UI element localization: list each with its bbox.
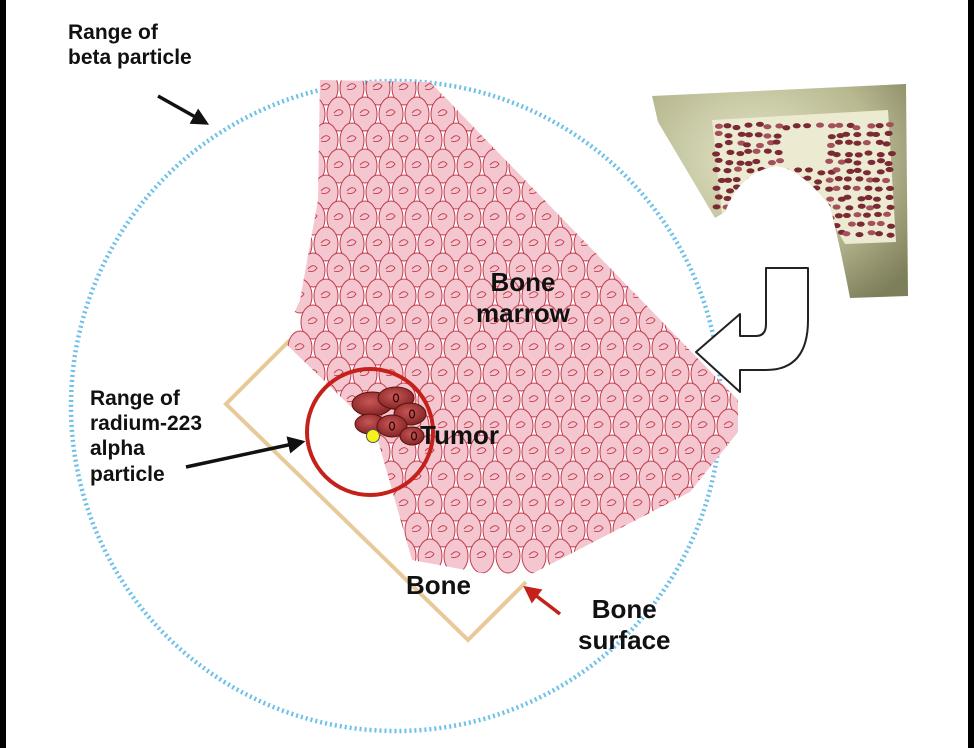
marrow-cell: [418, 539, 442, 573]
marrow-cell: [730, 539, 754, 573]
marrow-cell: [548, 539, 572, 573]
marrow-cell: [327, 409, 351, 443]
marrow-cell: [652, 227, 676, 261]
marrow-cell: [574, 71, 598, 105]
marrow-cell: [717, 513, 741, 547]
marrow-cell: [613, 201, 637, 235]
marrow-cell: [574, 175, 598, 209]
marrow-cell: [353, 461, 377, 495]
marrow-cell: [678, 487, 702, 521]
marrow-cell: [496, 539, 520, 573]
marrow-cell: [288, 175, 312, 209]
marrow-cell: [704, 227, 728, 261]
marrow-cell: [600, 539, 624, 573]
marrow-cell: [483, 97, 507, 131]
marrow-cell: [522, 71, 546, 105]
curved-down-left-arrow-icon: [696, 268, 808, 392]
marrow-cell: [535, 149, 559, 183]
marrow-cell: [301, 409, 325, 443]
marrow-cell: [639, 149, 663, 183]
marrow-cell: [626, 539, 650, 573]
marrow-cell: [574, 123, 598, 157]
marrow-cell: [496, 123, 520, 157]
marrow-cell: [652, 175, 676, 209]
marrow-cell: [704, 539, 728, 573]
bone-surface-label: Bone surface: [578, 594, 671, 656]
marrow-cell: [652, 487, 676, 521]
marrow-cell: [665, 253, 689, 287]
marrow-cell: [730, 435, 754, 469]
marrow-cell: [535, 97, 559, 131]
beta-range-label: Range of beta particle: [68, 20, 192, 70]
radium-223-dot: [367, 430, 380, 443]
marrow-cell: [470, 539, 494, 573]
marrow-cell: [600, 71, 624, 105]
marrow-cell: [561, 149, 585, 183]
marrow-cell: [613, 97, 637, 131]
marrow-cell: [288, 123, 312, 157]
marrow-cell: [730, 227, 754, 261]
marrow-cell: [496, 71, 520, 105]
marrow-cell: [548, 71, 572, 105]
marrow-cell: [626, 123, 650, 157]
marrow-cell: [314, 539, 338, 573]
marrow-cell: [678, 539, 702, 573]
marrow-cell: [600, 175, 624, 209]
marrow-cell: [717, 461, 741, 495]
marrow-cell: [730, 279, 754, 313]
marrow-cell: [522, 123, 546, 157]
marrow-cell: [613, 513, 637, 547]
marrow-cell: [626, 227, 650, 261]
alpha-range-label: Range of radium-223 alpha particle: [90, 386, 202, 487]
bone-label: Bone: [406, 570, 471, 601]
marrow-cell: [470, 71, 494, 105]
marrow-cell: [288, 539, 312, 573]
marrow-cell: [301, 513, 325, 547]
marrow-cell: [327, 513, 351, 547]
marrow-cell: [652, 539, 676, 573]
marrow-cell: [340, 435, 364, 469]
marrow-cell: [587, 97, 611, 131]
marrow-cell: [678, 227, 702, 261]
marrow-cell: [730, 487, 754, 521]
marrow-cell: [704, 487, 728, 521]
marrow-cell: [600, 227, 624, 261]
bone-marrow-label: Bone marrow: [476, 267, 570, 329]
marrow-cell: [639, 513, 663, 547]
marrow-cell: [652, 279, 676, 313]
marrow-cell: [301, 357, 325, 391]
marrow-cell: [717, 253, 741, 287]
marrow-cell: [340, 539, 364, 573]
marrow-cell: [444, 539, 468, 573]
marrow-cell: [704, 279, 728, 313]
marrow-cell: [626, 71, 650, 105]
marrow-cell: [665, 513, 689, 547]
marrow-cell: [665, 201, 689, 235]
tumor-label: Tumor: [420, 420, 499, 451]
marrow-cell: [509, 97, 533, 131]
marrow-cell: [574, 539, 598, 573]
marrow-cell: [691, 253, 715, 287]
marrow-cell: [288, 487, 312, 521]
marrow-cell: [639, 253, 663, 287]
marrow-cell: [691, 513, 715, 547]
marrow-cell: [600, 123, 624, 157]
marrow-cell: [522, 539, 546, 573]
marrow-cell: [288, 71, 312, 105]
marrow-cell: [379, 513, 403, 547]
beta-range-pointer: [158, 96, 206, 123]
marrow-cell: [691, 461, 715, 495]
marrow-cell: [587, 201, 611, 235]
bone-surface-pointer: [526, 588, 560, 614]
marrow-cell: [548, 175, 572, 209]
